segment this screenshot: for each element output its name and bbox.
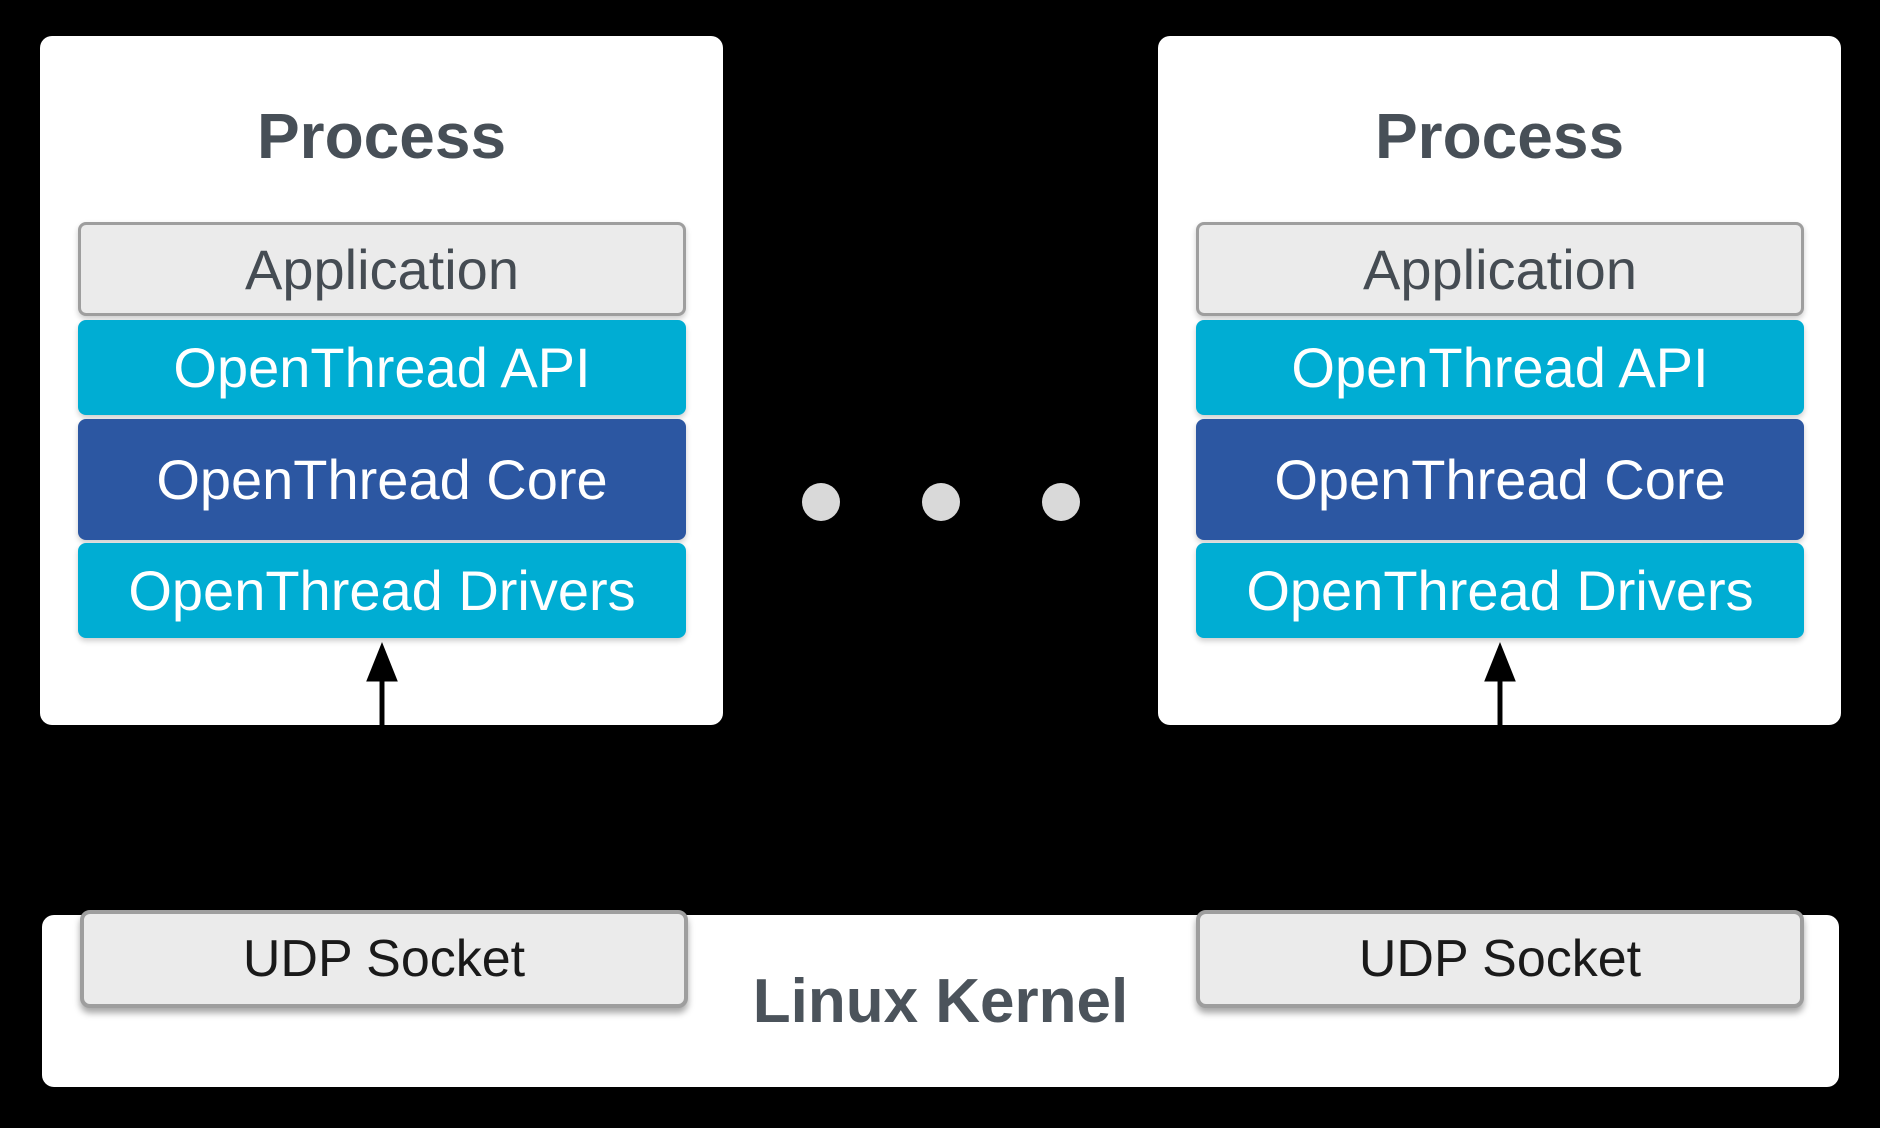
udp-socket-box-left: UDP Socket [80,910,688,1008]
layer-application: Application [1196,222,1804,316]
process-box-right: Process Application OpenThread API OpenT… [1158,36,1841,725]
layer-openthread-api: OpenThread API [78,320,686,415]
ellipsis-dot [802,483,840,521]
layer-openthread-api: OpenThread API [1196,320,1804,415]
layer-openthread-core: OpenThread Core [78,419,686,540]
process-title: Process [256,100,507,172]
udp-socket-box-right: UDP Socket [1196,910,1804,1008]
layer-application: Application [78,222,686,316]
arrow-up-icon [365,642,398,725]
ellipsis-dot [1042,483,1080,521]
layer-openthread-drivers: OpenThread Drivers [78,543,686,638]
process-box-left: Process Application OpenThread API OpenT… [40,36,723,725]
ellipsis-dot [922,483,960,521]
arrow-up-icon [1483,642,1516,725]
ellipsis [802,483,1080,521]
layer-openthread-core: OpenThread Core [1196,419,1804,540]
layer-openthread-drivers: OpenThread Drivers [1196,543,1804,638]
process-title: Process [1374,100,1625,172]
